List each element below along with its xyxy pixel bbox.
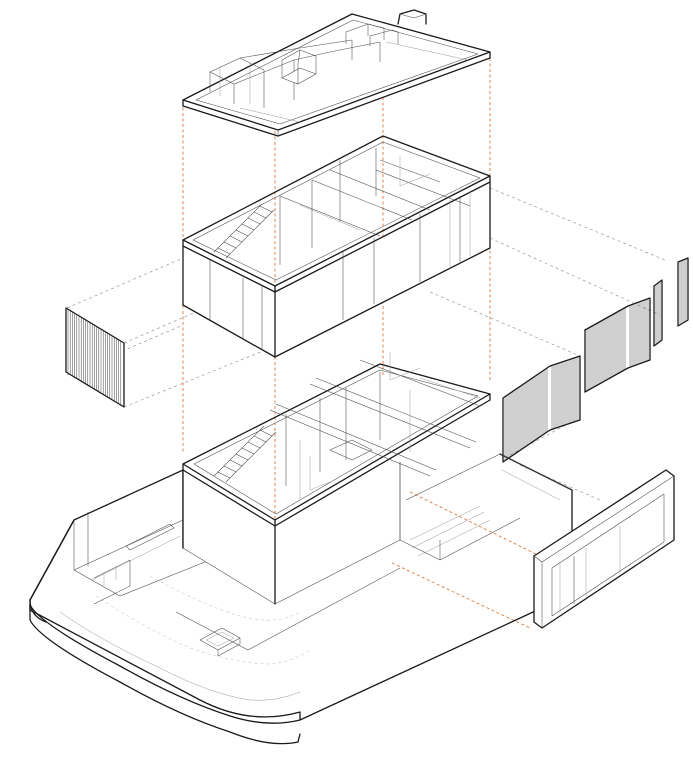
upper-stair [213,203,275,259]
ground-level [29,352,573,745]
folding-screen [502,257,689,463]
left-wall-panel [65,307,125,408]
ground-stair [213,425,277,483]
front-gate-wall [533,469,675,629]
roof-level [182,9,491,137]
upper-floor [182,135,491,358]
